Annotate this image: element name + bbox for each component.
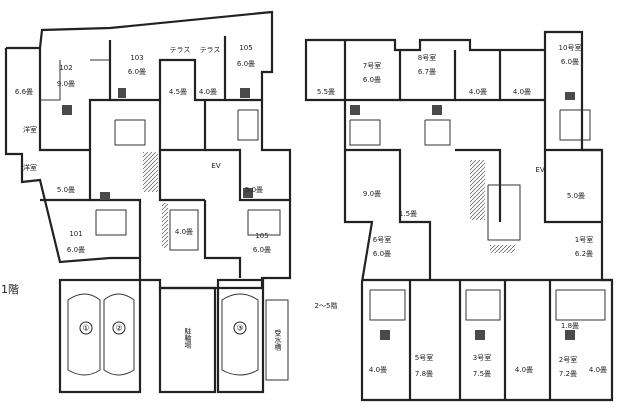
fixture (62, 105, 72, 115)
parking-area-3 (216, 278, 265, 394)
unit-7-name: 7号室 (362, 62, 382, 70)
unit-2-size: 7.2畳 (558, 370, 578, 378)
unit-8-name: 8号室 (417, 54, 437, 62)
fixture (100, 192, 110, 200)
ev-label: EV (535, 166, 545, 174)
room-size: 4.0畳 (368, 366, 388, 374)
room-103-name: 103 (130, 54, 144, 62)
left-plan (4, 10, 292, 394)
terrace-label: テラス (169, 46, 191, 54)
room-size: 6.6畳 (14, 88, 34, 96)
unit-10-size: 6.0畳 (560, 58, 580, 66)
room-size: 4.0畳 (588, 366, 608, 374)
room-102-size: 9.0畳 (56, 80, 76, 88)
fixture (240, 88, 250, 98)
parking-area (58, 278, 142, 394)
unit-1-size: 6.2畳 (574, 250, 594, 258)
room-size: 5.0畳 (244, 186, 264, 194)
room-size: 9.0畳 (362, 190, 382, 198)
bike-parking-label: 駐輪場 (184, 327, 192, 349)
room-size: 4.0畳 (198, 88, 218, 96)
parking-spot-2: ② (112, 321, 126, 335)
parking-spot-1: ① (79, 321, 93, 335)
room-size: 5.0畳 (566, 192, 586, 200)
tank-label: 受水槽 (274, 329, 282, 351)
room-size: 4.0畳 (512, 88, 532, 96)
room-101-size: 6.0畳 (66, 246, 86, 254)
room-size: 4.0畳 (174, 228, 194, 236)
unit-10-name: 10号室 (558, 44, 582, 52)
fixture (243, 188, 253, 198)
unit-1-name: 1号室 (574, 236, 594, 244)
unit-5-size: 7.8畳 (414, 370, 434, 378)
room-106-name: 105 (255, 232, 269, 240)
unit-3-name: 3号室 (472, 354, 492, 362)
room-size: 4.0畳 (514, 366, 534, 374)
room-105-size: 6.0畳 (236, 60, 256, 68)
ev-label: EV (211, 162, 221, 170)
room-105-name: 105 (239, 44, 253, 52)
room-size: 4.5畳 (168, 88, 188, 96)
room-size: 1.8畳 (560, 322, 580, 330)
terrace-label: テラス (199, 46, 221, 54)
stair (143, 152, 158, 192)
fixture (118, 88, 126, 98)
room-101-name: 101 (69, 230, 83, 238)
small-room-label: 洋室 (23, 164, 37, 172)
floor-label-1f: 1階 (1, 283, 19, 296)
stair (470, 160, 485, 220)
parking-spot-3: ③ (233, 321, 247, 335)
right-plan (304, 30, 614, 402)
bike-parking (158, 286, 217, 394)
stair (490, 245, 515, 253)
room-102-name: 102 (59, 64, 73, 72)
room-size: 5.0畳 (56, 186, 76, 194)
floor-label-2-5f: 2～5階 (314, 302, 338, 310)
unit-8-size: 6.7畳 (417, 68, 437, 76)
tank-area (265, 299, 289, 381)
room-size: 4.0畳 (468, 88, 488, 96)
unit-6-name: 6号室 (372, 236, 392, 244)
unit-2-name: 2号室 (558, 356, 578, 364)
stair (162, 203, 168, 248)
unit-6-size: 6.0畳 (372, 250, 392, 258)
room-size: 1.5畳 (398, 210, 418, 218)
room-106-size: 6.0畳 (252, 246, 272, 254)
unit-5-name: 5号室 (414, 354, 434, 362)
room-103-size: 6.0畳 (127, 68, 147, 76)
small-room-label: 洋室 (23, 126, 37, 134)
room-size: 5.5畳 (316, 88, 336, 96)
unit-7-size: 6.0畳 (362, 76, 382, 84)
unit-3-size: 7.5畳 (472, 370, 492, 378)
